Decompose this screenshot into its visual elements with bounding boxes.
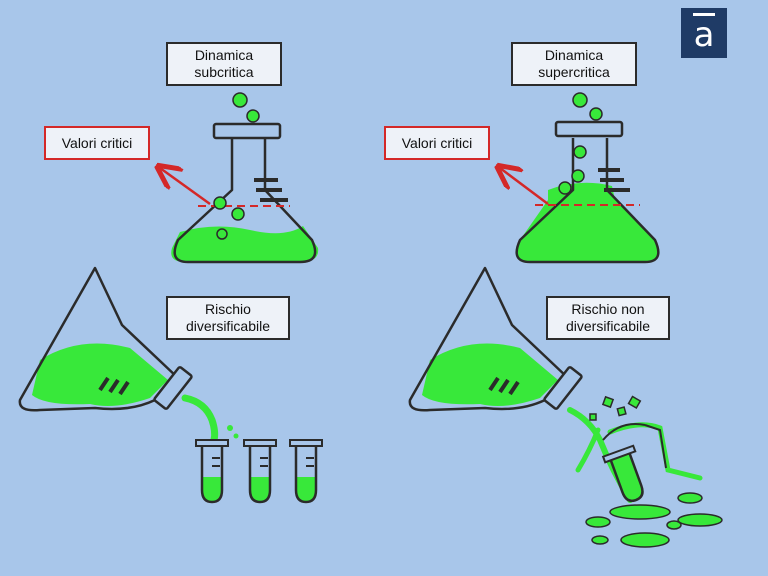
test-tube-2 <box>243 439 277 504</box>
test-tubes <box>195 439 323 504</box>
subcritical-flask <box>171 92 319 264</box>
nondiversifiable-risk-label: Rischio non diversificabile <box>546 296 670 340</box>
critical-values-left: Valori critici <box>44 126 150 160</box>
supercritical-flask <box>515 92 660 264</box>
subcritical-label: Dinamica subcritica <box>166 42 282 86</box>
subcritical-label-line2: subcritica <box>194 64 254 80</box>
test-tube-1 <box>195 439 229 504</box>
critical-values-right-text: Valori critici <box>401 134 473 151</box>
subcritical-liquid <box>171 226 319 262</box>
supercritical-stopper <box>554 120 624 138</box>
diversifiable-label-line1: Rischio <box>205 301 251 317</box>
test-tube-3 <box>289 439 323 504</box>
pour-stream-left <box>181 394 219 444</box>
logo-glyph: a <box>693 15 715 55</box>
left-critical-arrow <box>160 168 211 206</box>
brand-logo: a <box>681 8 727 58</box>
logo-macron <box>693 13 715 16</box>
spill <box>567 395 723 548</box>
pouring-flask-right <box>408 266 583 412</box>
subcritical-label-line1: Dinamica <box>194 47 254 63</box>
supercritical-label-line2: supercritica <box>538 64 610 80</box>
supercritical-label: Dinamica supercritica <box>511 42 637 86</box>
subcritical-stopper <box>212 122 282 140</box>
critical-values-left-text: Valori critici <box>61 134 133 151</box>
nondiversifiable-label-line1: Rischio non <box>571 301 645 317</box>
right-critical-arrow <box>500 168 549 205</box>
pouring-flask-left <box>18 266 239 444</box>
supercritical-label-line1: Dinamica <box>544 47 604 63</box>
supercritical-liquid <box>516 182 659 262</box>
diversifiable-risk-label: Rischio diversificabile <box>166 296 290 340</box>
nondiversifiable-label-line2: diversificabile <box>565 318 651 334</box>
diversifiable-label-line2: diversificabile <box>185 318 271 334</box>
critical-values-right: Valori critici <box>384 126 490 160</box>
